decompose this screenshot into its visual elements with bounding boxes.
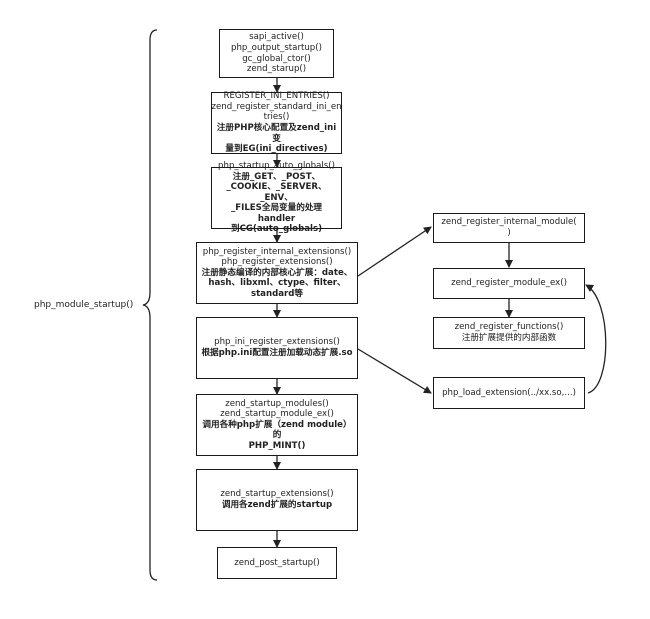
text-line: zend_starup()	[246, 64, 307, 75]
text-line: gc_global_ctor()	[242, 53, 311, 64]
text-line: tries()	[263, 112, 290, 123]
box-load-extension: php_load_extension(../xx.so,...)	[433, 377, 585, 409]
text-line: zend_register_internal_module(	[441, 217, 577, 228]
box-ini-register-extensions: php_ini_register_extensions() 根据php.ini配…	[196, 317, 358, 379]
text-line-bold: hash、libxml、ctype、filter、	[208, 278, 346, 289]
text-line-bold: 调用各种php扩展（zend module）的	[202, 419, 352, 441]
module-startup-label: php_module_startup()	[34, 300, 134, 310]
box-auto-globals: php_startup_auto_globals() 注册_GET、_POST、…	[211, 161, 342, 234]
text-line: zend_register_standard_ini_en	[211, 101, 342, 112]
box-register-module-ex: zend_register_module_ex()	[433, 268, 585, 299]
text-line-bold: standard等	[250, 288, 304, 299]
text-line: php_register_internal_extensions()	[202, 246, 352, 257]
text-line: zend_startup_extensions()	[220, 489, 334, 500]
box-register-ini-entries: REGISTER_INI_ENTRIES() zend_register_sta…	[211, 91, 342, 155]
text-line: )	[507, 228, 511, 238]
text-line-bold: _FILES全局变量的处理handler	[230, 203, 323, 224]
text-line-bold: 量到EG(ini_directives)	[225, 144, 328, 155]
text-line: php_startup_auto_globals()	[218, 160, 335, 171]
arrow-b5-r4	[357, 348, 432, 394]
arrow-b4-r1	[357, 226, 432, 277]
text-line: REGISTER_INI_ENTRIES()	[223, 91, 330, 102]
box-post-startup: zend_post_startup()	[217, 547, 337, 579]
text-line: php_ini_register_extensions()	[214, 337, 340, 348]
box-startup-extensions: zend_startup_extensions() 调用各zend扩展的star…	[196, 469, 358, 531]
text-line: zend_register_module_ex()	[451, 278, 567, 289]
text-line: zend_startup_modules()	[225, 398, 329, 409]
left-brace	[142, 29, 158, 581]
text-line: 注册扩展提供的内部函数	[461, 333, 557, 343]
box-register-internal-extensions: php_register_internal_extensions() php_r…	[196, 242, 358, 304]
box-register-internal-module: zend_register_internal_module( )	[433, 213, 585, 243]
text-line: php_register_extensions()	[221, 257, 333, 268]
arrow-r4-r2	[585, 284, 607, 394]
box-sapi-activate: sapi_active() php_output_startup() gc_gl…	[219, 29, 334, 78]
text-line-bold: PHP_MINT()	[248, 440, 306, 451]
text-line: php_load_extension(../xx.so,...)	[442, 387, 576, 398]
text-line-bold: 注册静态编译的内部核心扩展：date、	[201, 267, 353, 278]
text-line-bold: 调用各zend扩展的startup	[221, 500, 333, 510]
text-line: sapi_active()	[249, 32, 304, 43]
text-line-bold: 到CG(auto_globals)	[230, 224, 323, 235]
text-line: php_output_startup()	[231, 42, 322, 53]
box-register-functions: zend_register_functions() 注册扩展提供的内部函数	[433, 317, 585, 349]
text-line: zend_startup_module_ex()	[220, 409, 334, 420]
text-line: zend_register_functions()	[454, 322, 564, 333]
text-line: zend_post_startup()	[234, 557, 320, 568]
text-line-bold: 注册PHP核心配置及zend_ini变	[216, 123, 337, 144]
text-line-bold: 根据php.ini配置注册加载动态扩展.so	[201, 348, 353, 358]
box-startup-modules: zend_startup_modules() zend_startup_modu…	[196, 394, 358, 456]
text-line-bold: _COOKIE、_SERVER、_ENV、	[226, 182, 327, 203]
text-line-bold: 注册_GET、_POST、	[232, 171, 321, 182]
